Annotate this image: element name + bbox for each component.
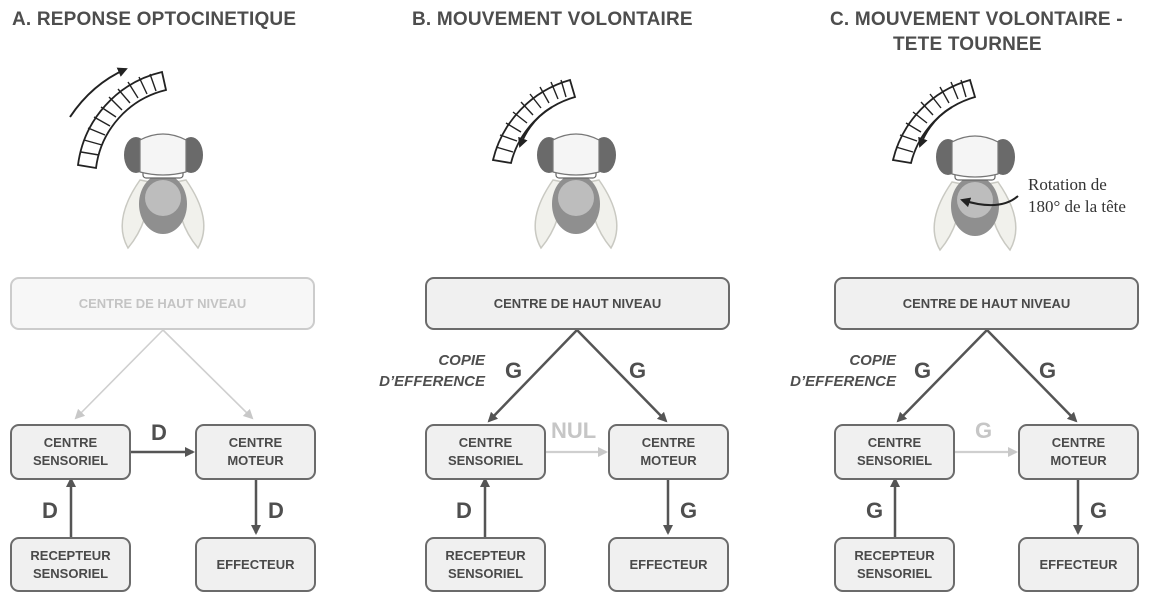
signal-label-sensory-to-motor-c: G (975, 418, 993, 443)
panel-c-title-line1: C. MOUVEMENT VOLONTAIRE - (830, 9, 1123, 30)
high-level-center-c: CENTRE DE HAUT NIVEAU (834, 277, 1139, 330)
fly-illustration-b (491, 78, 618, 250)
sensory-center-c: CENTRE SENSORIEL (834, 424, 955, 480)
panel-a-title: A. REPONSE OPTOCINETIQUE (12, 9, 297, 30)
head-rotation-note-c: Rotation de 180° de la tête (1028, 175, 1126, 216)
signal-label-sensory-to-motor-b: NUL (551, 418, 597, 443)
arrow-high-to-sensory-b (487, 329, 578, 423)
signal-label-receptor-to-sensory-a: D (42, 498, 58, 523)
signal-label-motor-to-effector-b: G (680, 498, 698, 523)
arrow-high-to-sensory-c (896, 329, 988, 423)
panel-b-title: B. MOUVEMENT VOLONTAIRE (412, 9, 693, 30)
head-rotation-arrow-c (960, 195, 1019, 208)
head-b (552, 133, 600, 176)
abdomen-b (558, 180, 594, 216)
motor-center-c: CENTRE MOTEUR (1018, 424, 1139, 480)
panel-b-arrows (480, 329, 673, 537)
signal-label-high-to-motor-b: G (629, 358, 647, 383)
signal-label-sensory-to-motor-a: D (151, 420, 167, 445)
drum-direction-arrow-c (918, 106, 953, 148)
sensory-receptor-a: RECEPTEUR SENSORIEL (10, 537, 131, 592)
sensory-receptor-c: RECEPTEUR SENSORIEL (834, 537, 955, 592)
arrow-high-to-motor-c (986, 329, 1078, 423)
signal-label-high-to-sensory-c: G (914, 358, 932, 383)
signal-label-receptor-to-sensory-b: D (456, 498, 472, 523)
drum-direction-arrow-a (69, 67, 128, 118)
sensory-center-a: CENTRE SENSORIEL (10, 424, 131, 480)
signal-label-motor-to-effector-c: G (1090, 498, 1108, 523)
abdomen-a (145, 180, 181, 216)
head-c (951, 135, 999, 178)
head-a (139, 133, 187, 176)
sensory-center-b: CENTRE SENSORIEL (425, 424, 546, 480)
abdomen-c (957, 182, 993, 218)
panel-a-arrows (66, 329, 261, 537)
fly-illustration-a (69, 67, 205, 250)
sensory-receptor-b: RECEPTEUR SENSORIEL (425, 537, 546, 592)
motor-center-b: CENTRE MOTEUR (608, 424, 729, 480)
high-level-center-a: CENTRE DE HAUT NIVEAU (10, 277, 315, 330)
arrow-high-to-sensory-a (74, 329, 164, 420)
signal-label-receptor-to-sensory-c: G (866, 498, 884, 523)
efference-copy-label-c: COPIE D’EFFERENCE (790, 352, 896, 390)
high-level-center-b: CENTRE DE HAUT NIVEAU (425, 277, 730, 330)
effector-b: EFFECTEUR (608, 537, 729, 592)
drum-direction-arrow-b (518, 106, 553, 148)
arrow-high-to-motor-a (162, 329, 254, 420)
effector-c: EFFECTEUR (1018, 537, 1139, 592)
fly-illustration-c (891, 78, 1019, 252)
efference-copy-label-b: COPIE D’EFFERENCE (379, 352, 485, 390)
motor-center-a: CENTRE MOTEUR (195, 424, 316, 480)
signal-label-high-to-motor-c: G (1039, 358, 1057, 383)
panel-c-title-line2: TETE TOURNEE (893, 34, 1042, 55)
panel-c-arrows (890, 329, 1083, 537)
arrow-high-to-motor-b (576, 329, 668, 423)
signal-label-motor-to-effector-a: D (268, 498, 284, 523)
effector-a: EFFECTEUR (195, 537, 316, 592)
signal-label-high-to-sensory-b: G (505, 358, 523, 383)
